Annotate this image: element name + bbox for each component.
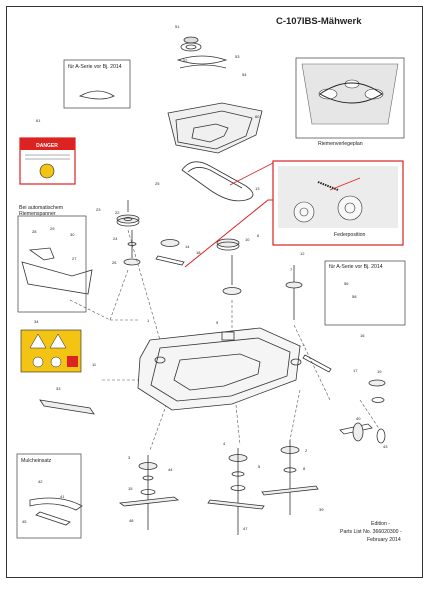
inset-a-serie-top [63,59,131,109]
spindle-left [138,455,158,530]
footer-date: February 2014 [367,537,401,543]
svg-text:53: 53 [235,54,240,59]
spindle-right [280,440,300,515]
svg-text:45: 45 [22,519,27,524]
svg-text:11: 11 [92,362,97,367]
callout-auto-tensioner-1: Bei automatischem [19,205,64,211]
svg-text:25: 25 [155,181,160,186]
inset-auto-tensioner [17,215,87,313]
inset-a-serie-right [324,260,406,326]
svg-text:9: 9 [216,320,219,325]
callout-mulch-insert: Mulcheinsatz [21,458,52,464]
svg-text:10: 10 [245,237,250,242]
svg-text:48: 48 [129,518,134,523]
inset-mulch [16,453,82,539]
belt-guard-cover [167,102,263,154]
right-pulley-stack [216,238,303,320]
svg-text:24: 24 [113,236,118,241]
svg-text:16: 16 [360,333,365,338]
blade-left [118,496,180,507]
svg-text:61: 61 [36,118,41,123]
svg-text:27: 27 [72,256,77,261]
svg-text:1: 1 [147,318,150,323]
svg-text:60: 60 [255,114,260,119]
svg-text:12: 12 [300,251,305,256]
callout-spring-position: Federposition [334,232,366,238]
mulch-plug [29,497,83,511]
svg-text:44: 44 [168,467,173,472]
svg-text:28: 28 [32,229,37,234]
blade-center [207,499,265,510]
spring-pointer [184,199,273,268]
link-arm [302,354,332,373]
inset-belt-shape [78,90,115,100]
svg-text:51: 51 [175,24,180,29]
tensioner-bracket [21,261,93,295]
svg-text:18: 18 [196,250,201,255]
callout-a-serie-right: für A-Serie vor Bj. 2014 [329,264,383,270]
footer-edition: Edition - [371,521,391,527]
mower-deck [137,327,302,411]
svg-text:54: 54 [242,72,247,77]
spindle-center [228,448,248,535]
svg-text:8: 8 [303,466,306,471]
callout-auto-tensioner-2: Riemenspanner [19,211,56,217]
svg-text:33: 33 [56,386,61,391]
left-pulley-stack [116,200,141,266]
svg-text:22: 22 [115,210,120,215]
danger-decal: DANGER [19,137,76,185]
idler-pulley [155,239,185,266]
svg-text:29: 29 [50,226,55,231]
part-callouts: 51 52 53 54 60 61 13 25 22 23 24 26 14 1… [22,24,388,531]
top-pulley-assembly [180,36,202,52]
svg-text:7: 7 [290,267,293,272]
svg-text:13: 13 [255,186,260,191]
svg-text:5: 5 [258,464,261,469]
belt-strap [176,55,228,65]
spring-position-box [272,160,404,246]
svg-text:15: 15 [128,486,133,491]
gauge-wheels [352,379,386,444]
svg-text:39: 39 [319,507,324,512]
svg-text:47: 47 [243,526,248,531]
belt-routing-panel [301,63,399,125]
svg-text:43: 43 [383,444,388,449]
front-baffle [39,399,95,415]
callout-belt-routing: Riemenverlegeplan [318,141,363,147]
svg-text:26: 26 [112,260,117,265]
svg-text:4: 4 [223,441,226,446]
callout-a-serie-top: für A-Serie vor Bj. 2014 [68,64,122,70]
svg-text:58: 58 [352,294,357,299]
svg-text:30: 30 [70,232,75,237]
svg-text:19: 19 [377,369,382,374]
svg-text:17: 17 [353,368,358,373]
drive-belt [181,161,254,202]
svg-text:41: 41 [60,494,65,499]
svg-text:2: 2 [305,448,308,453]
svg-text:14: 14 [185,244,190,249]
inset-belt-routing [295,57,405,139]
svg-text:6: 6 [257,233,260,238]
svg-text:3: 3 [128,455,131,460]
spring-position-panel [278,166,398,228]
svg-text:34: 34 [34,319,39,324]
svg-text:56: 56 [344,281,349,286]
danger-text: DANGER [36,143,58,149]
svg-text:23: 23 [96,207,101,212]
svg-text:52: 52 [183,58,188,63]
svg-text:40: 40 [356,416,361,421]
svg-text:42: 42 [38,479,43,484]
page-title: C-107IBS-Mähwerk [276,16,362,27]
footer-parts-list: Parts List No. 366020300 - [340,529,402,535]
blade-right [261,485,319,496]
safety-decal [20,329,82,373]
